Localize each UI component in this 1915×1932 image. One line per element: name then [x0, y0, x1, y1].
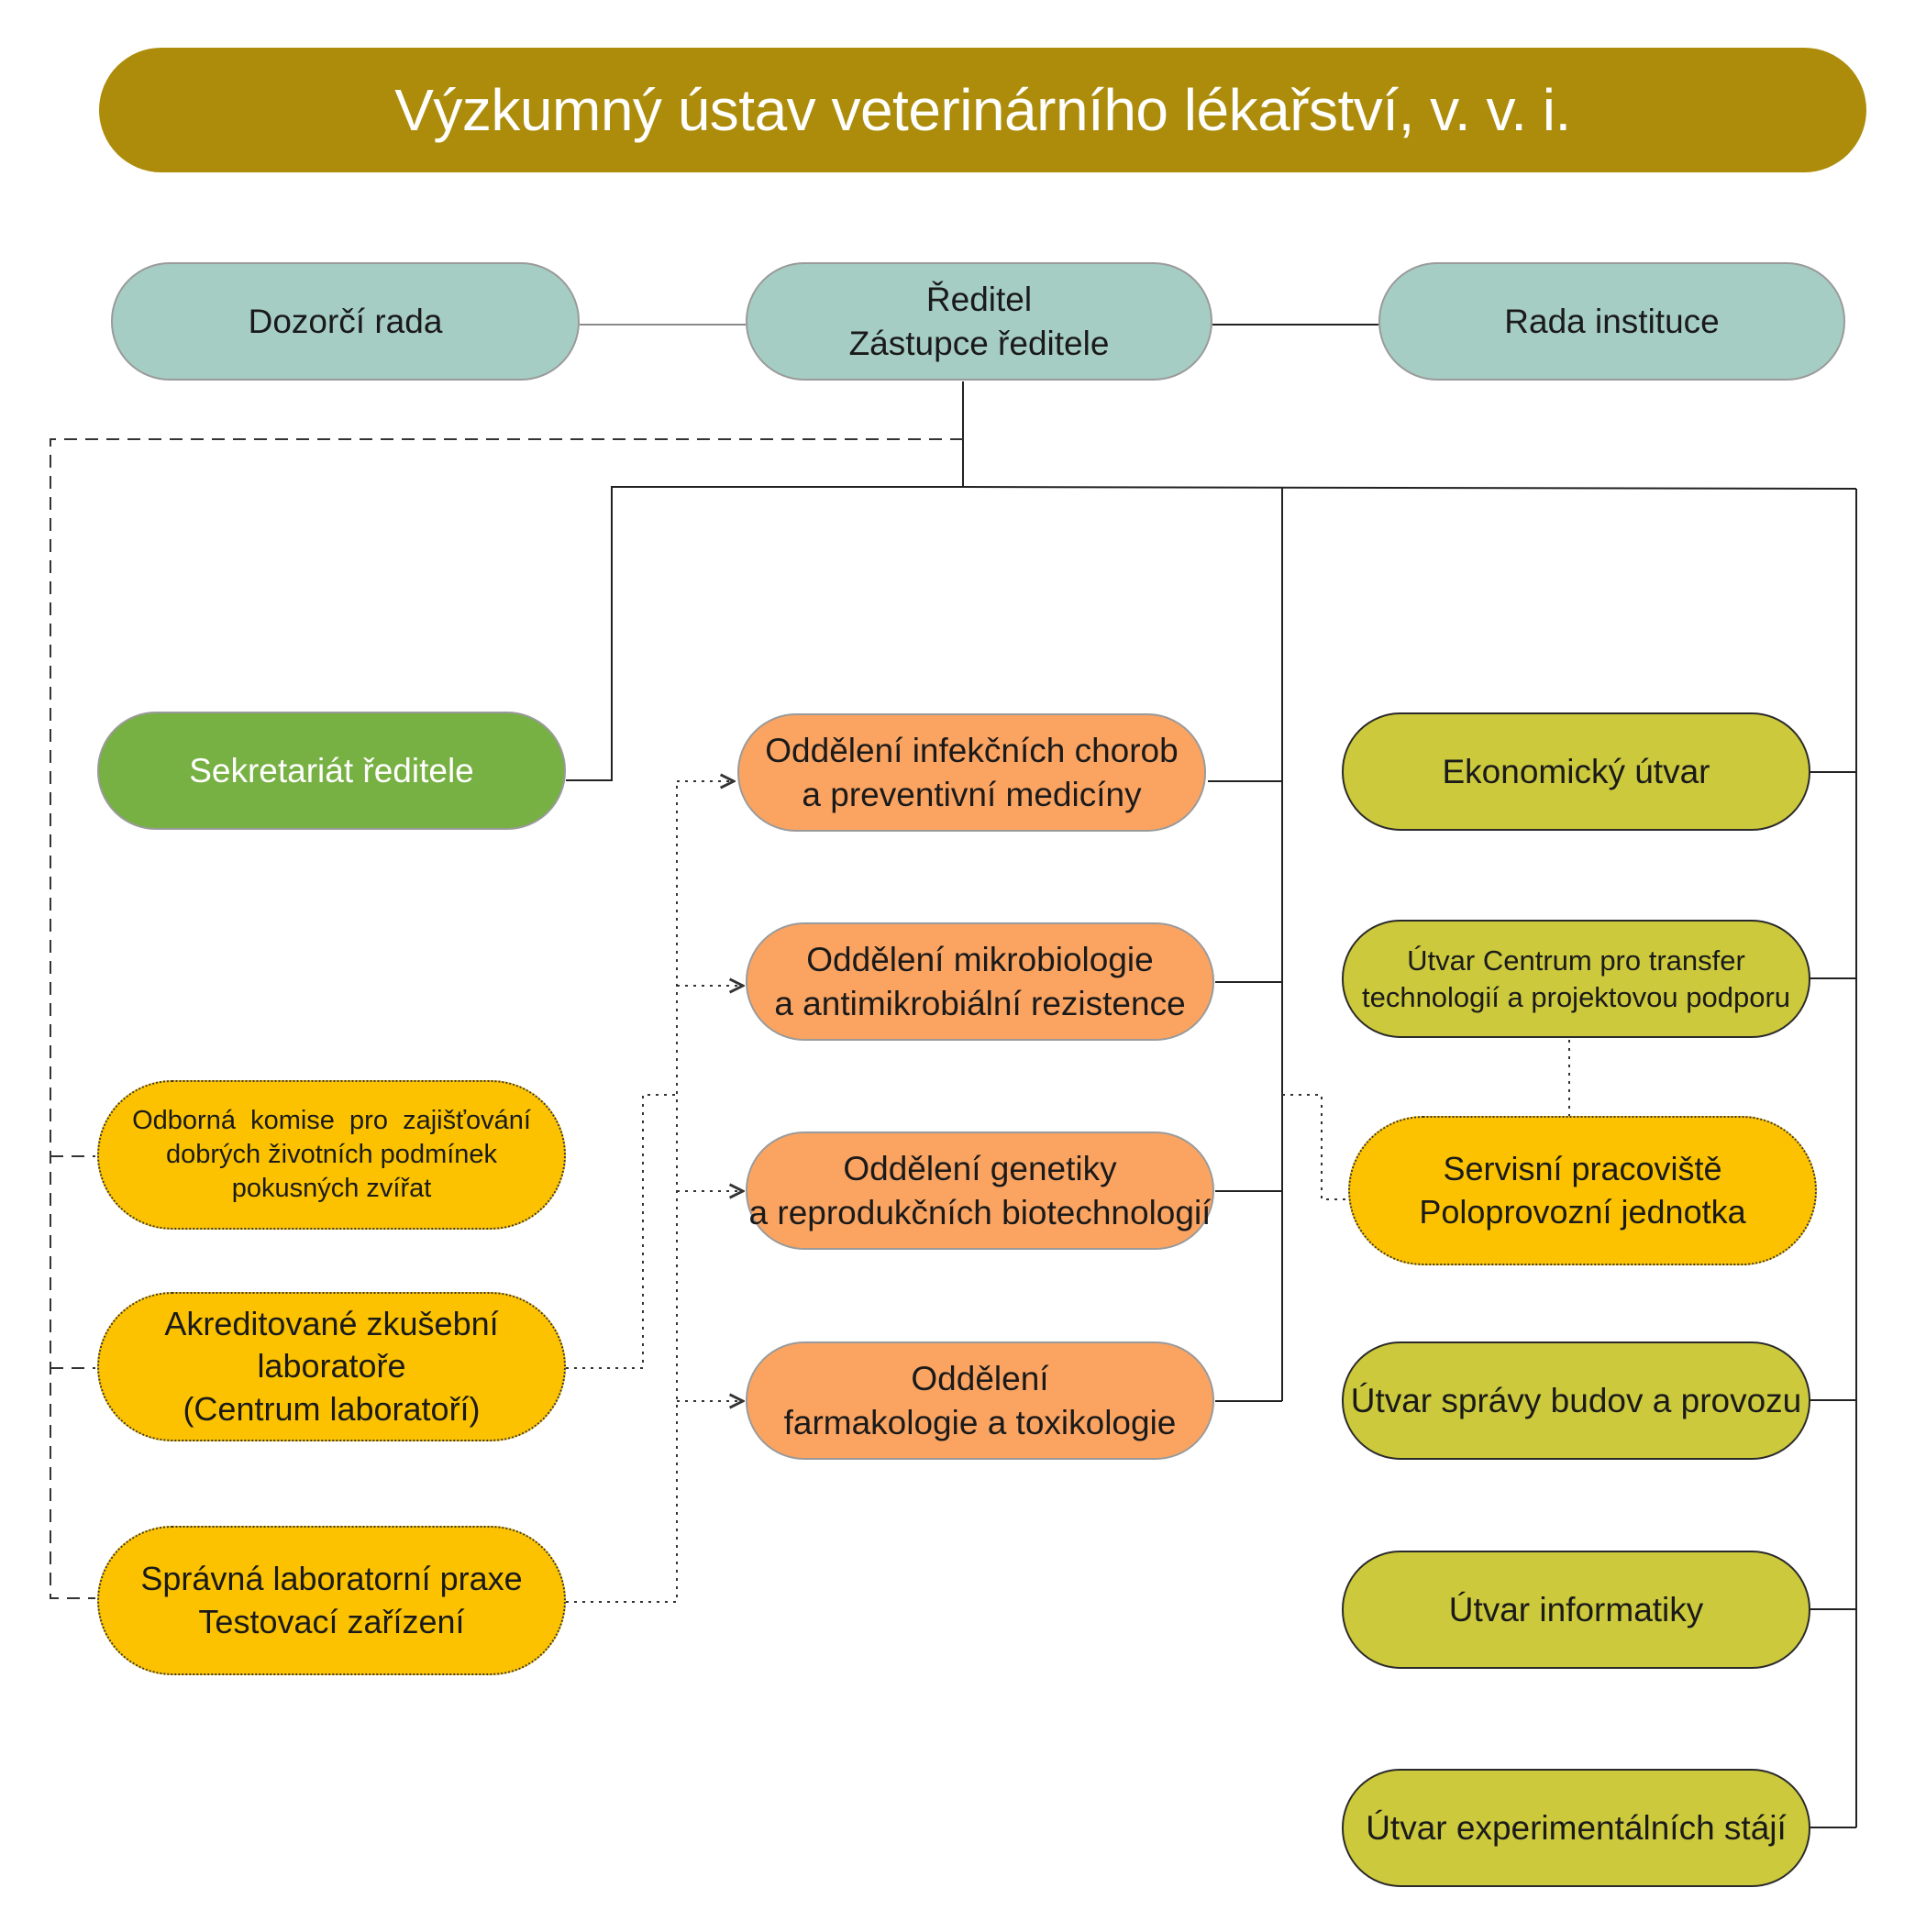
unit-box: Útvar Centrum pro transfer technologií a…	[1342, 920, 1810, 1038]
director-box: Ředitel Zástupce ředitele	[746, 262, 1212, 381]
department-label: Oddělení genetiky	[843, 1150, 1117, 1188]
institute-board-label: Rada instituce	[1504, 302, 1720, 340]
committee-label: laboratoře	[257, 1347, 406, 1386]
service-unit-box: Servisní pracoviště Poloprovozní jednotk…	[1348, 1116, 1817, 1265]
secretariat-label: Sekretariát ředitele	[189, 751, 474, 789]
committee-box: Odborná komise pro zajišťování dobrých ž…	[97, 1080, 566, 1230]
department-label: farmakologie a toxikologie	[783, 1403, 1177, 1441]
department-label: a antimikrobiální rezistence	[774, 984, 1186, 1022]
committee-label: Akreditované zkušební	[164, 1305, 499, 1343]
department-label: Oddělení mikrobiologie	[806, 941, 1154, 979]
unit-label: Útvar experimentálních stájí	[1366, 1808, 1787, 1847]
unit-label: Útvar informatiky	[1448, 1590, 1704, 1628]
unit-box: Ekonomický útvar	[1342, 712, 1810, 831]
unit-label: Ekonomický útvar	[1442, 752, 1710, 790]
department-box: Oddělení genetiky a reprodukčních biotec…	[746, 1132, 1214, 1250]
department-label: a reprodukčních biotechnologií	[748, 1193, 1212, 1231]
unit-box: Útvar informatiky	[1342, 1551, 1810, 1669]
committee-label: Odborná komise pro zajišťování	[132, 1105, 531, 1135]
institute-board-box: Rada instituce	[1378, 262, 1845, 381]
line-dotted-service	[1282, 1094, 1348, 1200]
line-dashed-left	[50, 438, 963, 1599]
department-box: Oddělení mikrobiologie a antimikrobiální…	[746, 922, 1214, 1041]
line-dotted-labs	[566, 1094, 677, 1369]
unit-label: Útvar Centrum pro transfer	[1407, 944, 1745, 977]
department-label: a preventivní medicíny	[802, 775, 1142, 813]
committee-label: pokusných zvířat	[231, 1174, 432, 1204]
line-dotted-glp	[566, 781, 678, 1603]
service-unit-label: Servisní pracoviště	[1443, 1150, 1722, 1188]
committee-box: Správná laboratorní praxe Testovací zaří…	[97, 1526, 566, 1675]
committee-box: Akreditované zkušební laboratoře (Centru…	[97, 1292, 566, 1441]
committee-label: Testovací zařízení	[198, 1602, 465, 1640]
page-title: Výzkumný ústav veterinárního lékařství, …	[99, 48, 1866, 172]
director-label: Ředitel	[925, 281, 1033, 319]
deputy-director-label: Zástupce ředitele	[848, 324, 1110, 362]
department-label: Oddělení	[911, 1360, 1049, 1398]
unit-box: Útvar správy budov a provozu	[1342, 1341, 1810, 1460]
secretariat-box: Sekretariát ředitele	[97, 712, 566, 830]
unit-box: Útvar experimentálních stájí	[1342, 1769, 1810, 1887]
department-box: Oddělení farmakologie a toxikologie	[746, 1341, 1214, 1460]
committee-label: Správná laboratorní praxe	[140, 1560, 523, 1598]
line-main-horizontal	[962, 486, 1857, 490]
unit-label: technologií a projektovou podporu	[1361, 980, 1791, 1013]
line-secretariat	[566, 486, 963, 781]
unit-label: Útvar správy budov a provozu	[1350, 1381, 1802, 1419]
supervisory-board-box: Dozorčí rada	[111, 262, 580, 381]
committee-label: dobrých životních podmínek	[165, 1139, 498, 1169]
department-label: Oddělení infekčních chorob	[765, 732, 1179, 770]
department-box: Oddělení infekčních chorob a preventivní…	[737, 713, 1206, 832]
supervisory-board-label: Dozorčí rada	[248, 302, 443, 340]
service-unit-label: Poloprovozní jednotka	[1419, 1192, 1746, 1231]
committee-label: (Centrum laboratoří)	[183, 1389, 481, 1428]
